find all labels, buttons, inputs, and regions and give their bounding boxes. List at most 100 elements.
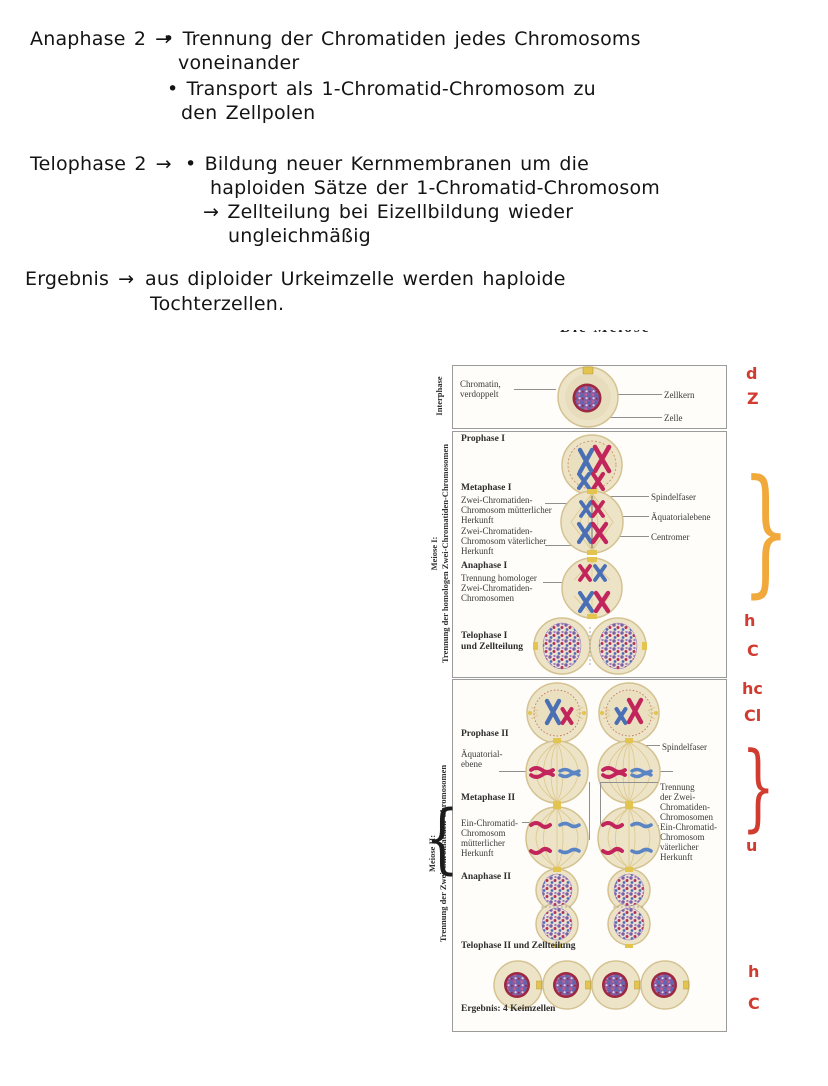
ein-chromatid-paternal-label: Chromosom	[660, 832, 705, 842]
ein-chromatid-maternal-label: mütterlicher	[461, 838, 505, 848]
spindelfaser-label: Spindelfaser	[651, 492, 696, 502]
zelle-label: Zelle	[664, 413, 683, 423]
arrow-glyph: →	[155, 153, 172, 175]
ein-chromatid-paternal-label: Ein-Chromatid-	[660, 822, 717, 832]
centromer-label: Centromer	[651, 532, 690, 542]
telophase1-title: und Zellteilung	[461, 642, 524, 652]
margin-letter: d	[746, 364, 758, 383]
leader-line	[543, 582, 573, 583]
telophase1-cells-illustration	[533, 617, 647, 675]
ein-chromatid-paternal-label: väterlicher	[660, 842, 699, 852]
metaphase1-cell-illustration	[560, 489, 624, 555]
cropped-header-text: Die Meiose	[560, 330, 730, 337]
spindelfaser2-label: Spindelfaser	[662, 742, 707, 752]
note-line: → Zellteilung bei Eizellbildung wieder	[203, 201, 574, 223]
note-term: Telophase 2	[30, 153, 147, 175]
paternal-chromosome-label: Herkunft	[461, 546, 494, 556]
trennung-label: der Zwei-	[660, 792, 696, 802]
leader-line	[605, 394, 662, 395]
metaphase2-cell-right-illustration	[597, 738, 661, 806]
margin-letter: h	[748, 962, 760, 981]
paternal-chromosome-label: Zwei-Chromatiden-	[461, 526, 533, 536]
aequatorial2-label: Äquatorial-	[461, 749, 503, 759]
chromatin-label: verdoppelt	[460, 389, 499, 399]
leader-line	[607, 417, 662, 418]
red-brace-annotation: }	[741, 732, 775, 842]
side-label-line: Meiose I:	[429, 536, 439, 571]
maternal-chromosome-label: Zwei-Chromatiden-	[461, 495, 533, 505]
note-line: • Trennung der Chromatiden jedes Chromos…	[163, 28, 641, 50]
note-line: den Zellpolen	[181, 102, 316, 124]
anaphase2-cell-right-illustration	[597, 804, 661, 872]
ein-chromatid-maternal-label: Herkunft	[461, 848, 494, 858]
ein-chromatid-paternal-label: Herkunft	[660, 852, 693, 862]
anaphase1-cell-illustration	[561, 557, 623, 619]
keimzelle-3-illustration	[591, 960, 641, 1010]
orange-brace-annotation: }	[741, 450, 791, 611]
anaphase1-sub-label: Trennung homologer	[461, 573, 537, 583]
telophase1-title: Telophase I	[461, 631, 508, 641]
note-line: aus diploider Urkeimzelle werden haploid…	[145, 268, 566, 290]
metaphase2-cell-left-illustration	[525, 738, 589, 806]
margin-letter: hc	[742, 679, 763, 698]
trennung-label: Chromatiden-	[660, 802, 710, 812]
prophase1-title: Prophase I	[461, 434, 505, 444]
note-term: Ergebnis	[25, 268, 110, 290]
aequatorial2-label: ebene	[461, 759, 482, 769]
anaphase2-cell-left-illustration	[525, 804, 589, 872]
aequatorialebene-label: Äquatorialebene	[651, 512, 711, 522]
note-line: Tochterzellen.	[150, 293, 285, 315]
anaphase2-title: Anaphase II	[461, 872, 511, 882]
margin-letter: C	[747, 641, 759, 660]
side-label-line: Interphase	[434, 376, 444, 416]
prophase2-title: Prophase II	[461, 729, 509, 739]
paternal-chromosome-label: Chromosom väterlicher	[461, 536, 547, 546]
bracket-line	[589, 782, 590, 840]
margin-letter: u	[746, 836, 758, 855]
anaphase1-title: Anaphase I	[461, 561, 508, 571]
keimzelle-2-illustration	[542, 960, 592, 1010]
note-line: ungleichmäßig	[228, 225, 371, 247]
note-line: voneinander	[178, 52, 300, 74]
keimzelle-4-illustration	[640, 960, 690, 1010]
cropped-page-header: Die Meiose	[560, 330, 730, 337]
leader-line	[545, 503, 575, 504]
margin-letter: C	[748, 994, 760, 1013]
leader-line	[610, 496, 649, 497]
note-line: • Bildung neuer Kernmembranen um die	[185, 153, 589, 175]
maternal-chromosome-label: Chromosom mütterlicher	[461, 505, 552, 515]
keimzelle-1-illustration	[493, 960, 543, 1010]
leader-line	[545, 545, 573, 546]
side-label-meiose1: Meiose I: Trennung der homologen Zwei-Ch…	[429, 431, 451, 676]
anaphase1-sub-label: Zwei-Chromatiden-	[461, 583, 533, 593]
ergebnis-label: Ergebnis: 4 Keimzellen	[461, 1004, 556, 1014]
bracket-line	[600, 782, 601, 840]
note-line: • Transport als 1-Chromatid-Chromosom zu	[167, 78, 596, 100]
maternal-chromosome-label: Herkunft	[461, 515, 494, 525]
telophase2-cells-left-illustration	[535, 868, 579, 948]
note-heading-telophase2: Telophase 2 →	[30, 153, 172, 175]
leader-line	[514, 389, 556, 390]
note-heading-anaphase2: Anaphase 2 →	[30, 28, 171, 50]
side-label-interphase: Interphase	[434, 365, 445, 427]
margin-letter: Z	[747, 389, 759, 408]
prophase2-cell-right-illustration	[598, 682, 660, 744]
margin-letter: Cl	[744, 706, 762, 725]
telophase2-title: Telophase II und Zellteilung	[461, 941, 576, 951]
anaphase1-sub-label: Chromosomen	[461, 593, 514, 603]
bracket-line	[600, 782, 658, 783]
metaphase2-title: Metaphase II	[461, 793, 516, 803]
arrow-glyph: →	[118, 268, 135, 290]
leader-line	[601, 516, 649, 517]
leader-line	[606, 536, 649, 537]
ein-chromatid-maternal-label: Ein-Chromatid-	[461, 818, 518, 828]
arrow-glyph: →	[155, 28, 172, 50]
prophase2-cell-left-illustration	[526, 682, 588, 744]
side-label-line: Trennung der homologen Zwei-Chromatiden-…	[440, 443, 450, 664]
ein-chromatid-maternal-label: Chromosom	[461, 828, 506, 838]
leader-line	[660, 771, 673, 772]
zellkern-label: Zellkern	[664, 390, 695, 400]
interphase-cell-illustration	[557, 366, 619, 428]
note-line: haploiden Sätze der 1-Chromatid-Chromoso…	[210, 177, 660, 199]
note-term: Anaphase 2	[30, 28, 147, 50]
